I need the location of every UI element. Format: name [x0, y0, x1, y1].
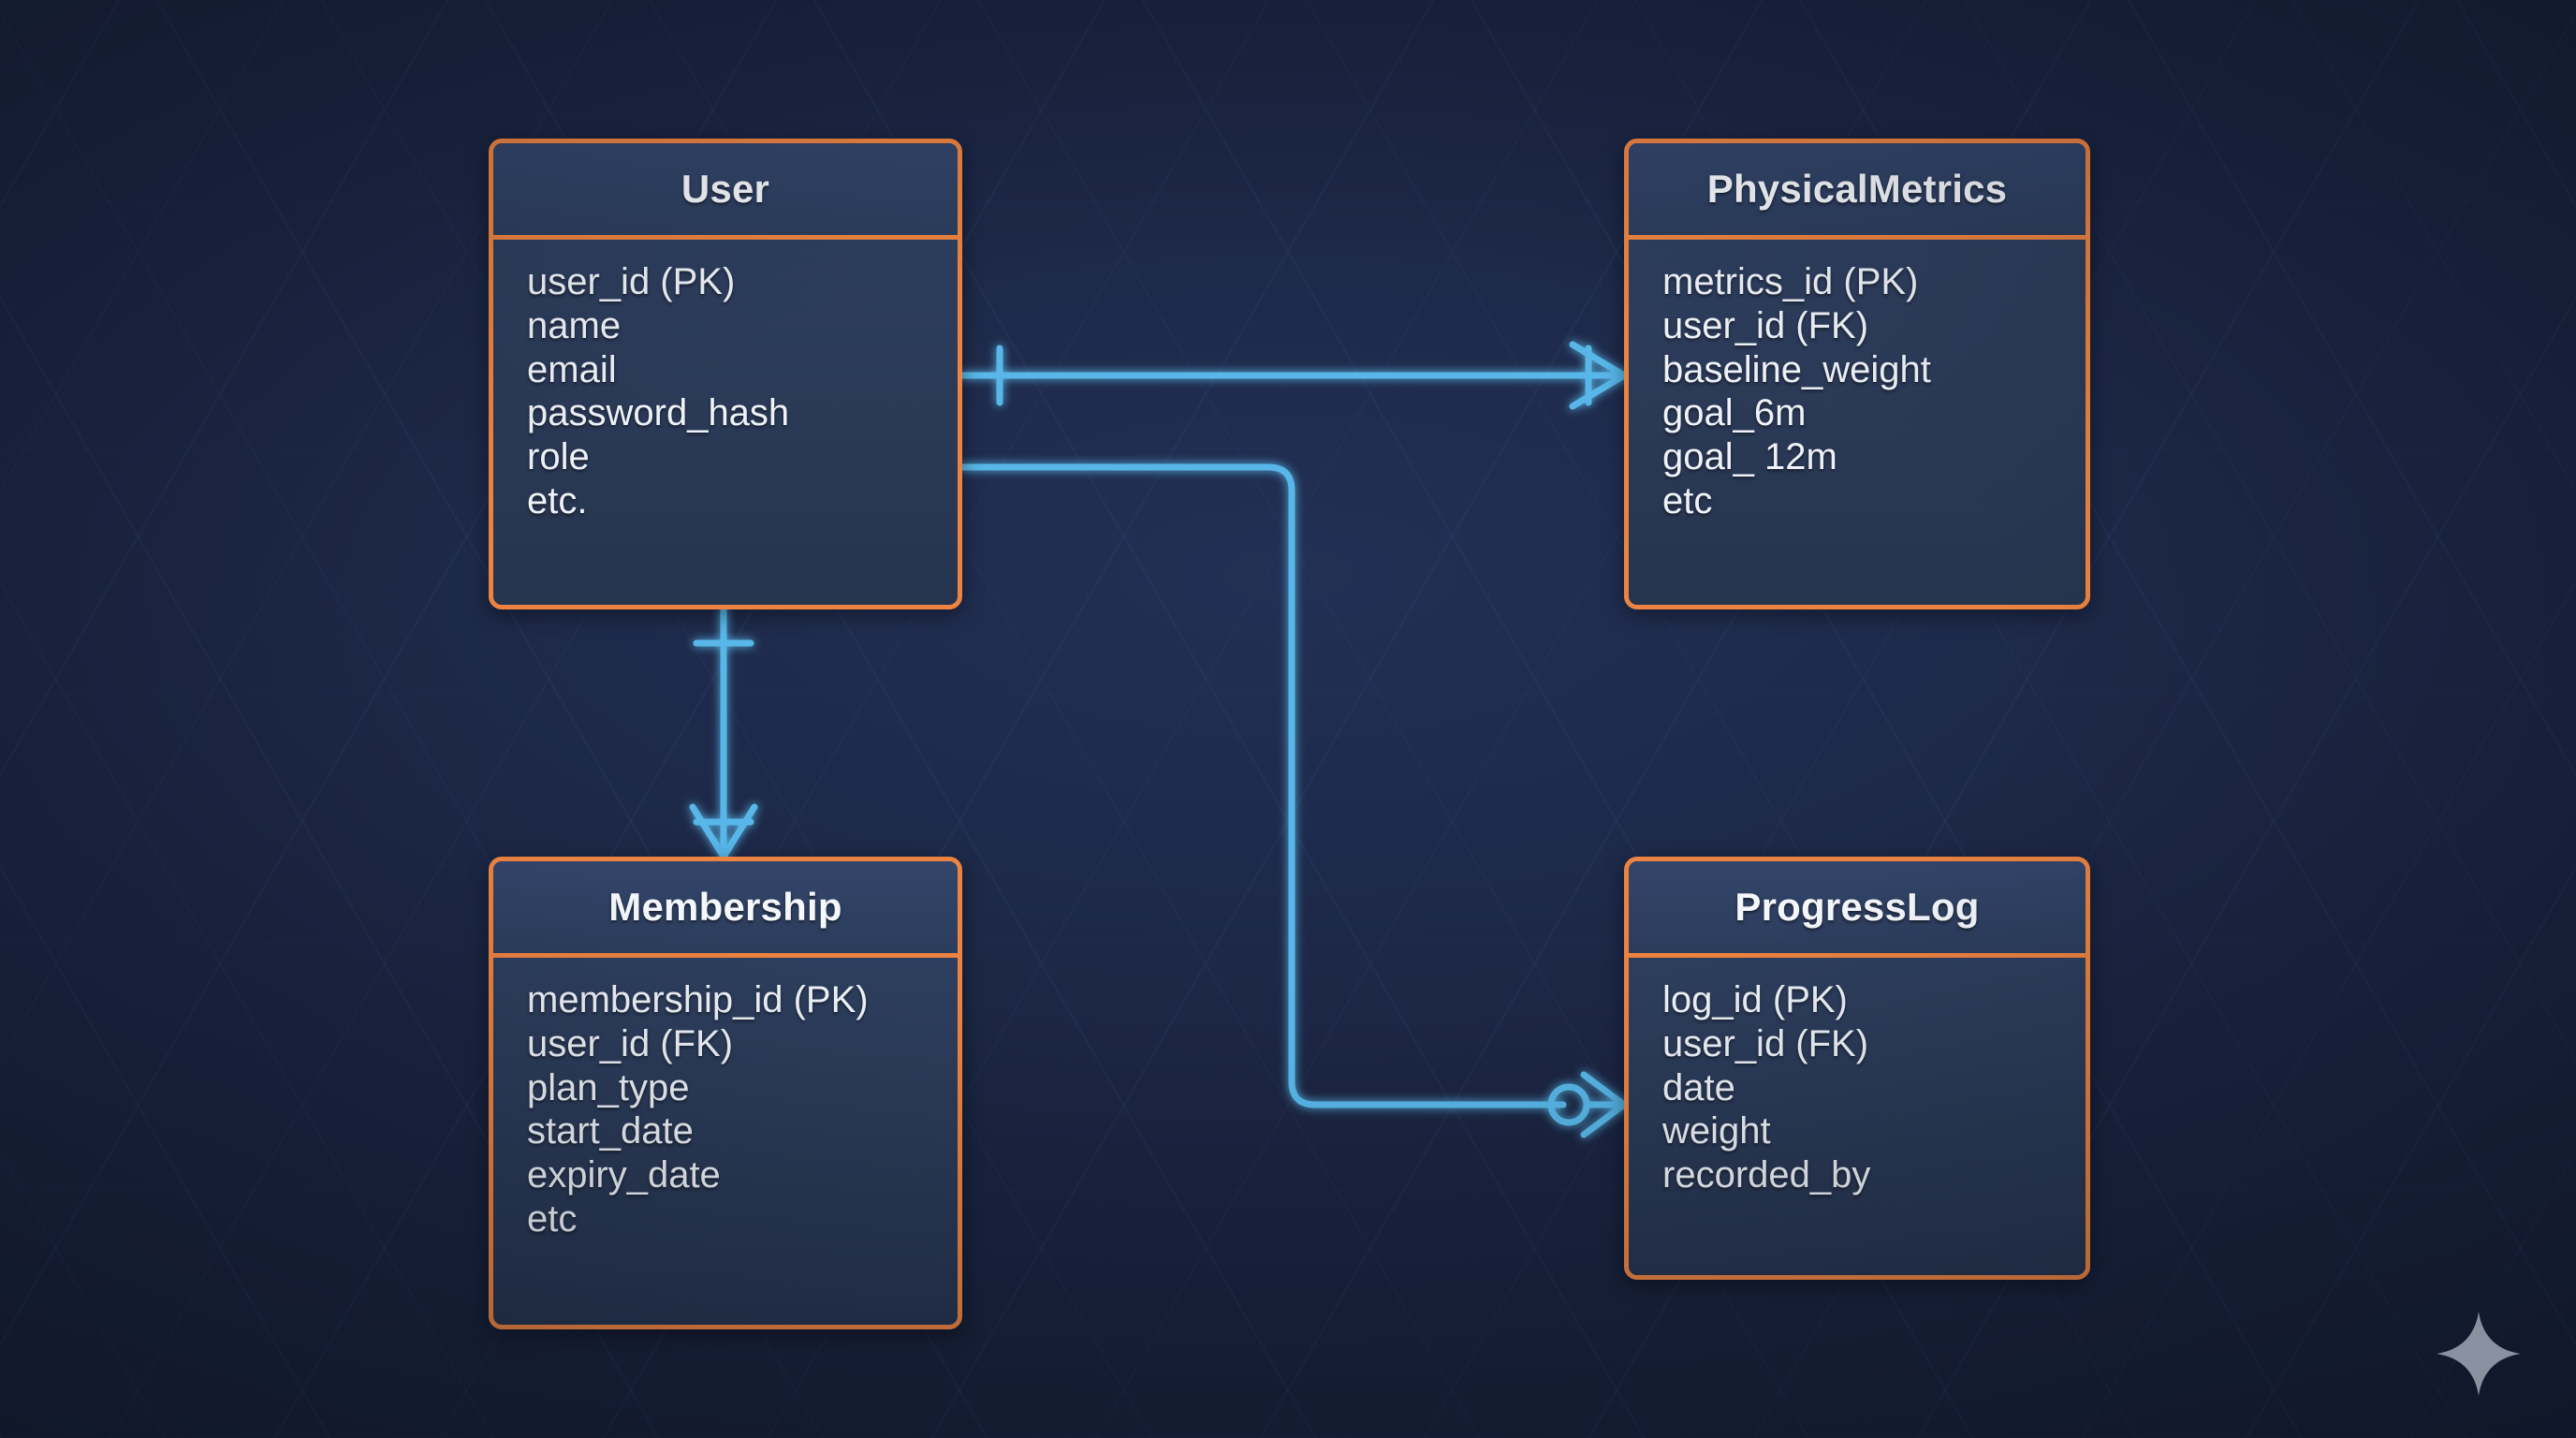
attribute-row: user_id (PK)	[527, 261, 736, 302]
entity-membership-attributes: membership_id (PK) user_id (FK) plan_typ…	[493, 958, 958, 1260]
entity-membership-header: Membership	[493, 861, 958, 958]
connector-user-physicalmetrics[interactable]	[959, 341, 1628, 410]
attribute-row: name	[527, 304, 622, 346]
entity-physicalmetrics[interactable]: PhysicalMetrics metrics_id (PK) user_id …	[1624, 139, 2090, 609]
entity-user-header: User	[493, 143, 958, 240]
entity-membership[interactable]: Membership membership_id (PK) user_id (F…	[489, 857, 962, 1329]
attribute-row: user_id (FK)	[1662, 304, 1869, 346]
entity-progresslog-attributes: log_id (PK) user_id (FK) date weight rec…	[1629, 958, 2086, 1216]
attribute-row: user_id (FK)	[1662, 1022, 1869, 1064]
sparkle-icon	[2436, 1311, 2522, 1397]
attribute-row: membership_id (PK)	[527, 979, 869, 1020]
entity-progresslog[interactable]: ProgressLog log_id (PK) user_id (FK) dat…	[1624, 857, 2090, 1280]
attribute-row: plan_type	[527, 1066, 690, 1108]
entity-progresslog-header: ProgressLog	[1629, 861, 2086, 958]
attribute-row: etc.	[527, 479, 588, 521]
attribute-row: log_id (PK)	[1662, 979, 1848, 1020]
attribute-row: date	[1662, 1066, 1735, 1108]
entity-membership-title: Membership	[608, 885, 842, 929]
attribute-row: recorded_by	[1662, 1154, 1871, 1196]
attribute-row: password_hash	[527, 392, 790, 434]
attribute-row: start_date	[527, 1110, 694, 1152]
entity-user[interactable]: User user_id (PK) name email password_ha…	[489, 139, 962, 609]
connector-user-progresslog[interactable]	[959, 463, 1628, 1138]
entity-progresslog-title: ProgressLog	[1734, 885, 1980, 929]
entity-physicalmetrics-title: PhysicalMetrics	[1706, 167, 2008, 211]
entity-user-attributes: user_id (PK) name email password_hash ro…	[493, 240, 958, 542]
attribute-row: metrics_id (PK)	[1662, 261, 1919, 302]
entity-user-title: User	[681, 167, 770, 211]
connector-user-membership[interactable]	[689, 605, 758, 860]
attribute-row: etc	[1662, 479, 1713, 521]
attribute-row: email	[527, 348, 617, 390]
attribute-row: baseline_weight	[1662, 348, 1931, 390]
entity-physicalmetrics-attributes: metrics_id (PK) user_id (FK) baseline_we…	[1629, 240, 2086, 542]
attribute-row: etc	[527, 1197, 578, 1240]
attribute-row: user_id (FK)	[527, 1022, 734, 1064]
attribute-row: weight	[1662, 1110, 1771, 1152]
attribute-row: goal_6m	[1662, 392, 1807, 434]
attribute-row: expiry_date	[527, 1154, 721, 1196]
attribute-row: goal_ 12m	[1662, 436, 1837, 478]
entity-physicalmetrics-header: PhysicalMetrics	[1629, 143, 2086, 240]
attribute-row: role	[527, 436, 590, 478]
